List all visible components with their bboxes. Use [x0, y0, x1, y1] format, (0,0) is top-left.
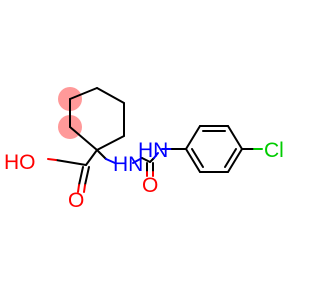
structure-diagram: HO O HN HN O Cl: [4, 87, 284, 212]
bond: [132, 157, 143, 164]
carboxyl-oh-label: HO: [4, 151, 36, 174]
bond: [96, 135, 125, 151]
benzene-ring: [185, 125, 243, 173]
bond: [185, 148, 201, 173]
double-bond: [84, 166, 90, 186]
bond: [96, 149, 107, 160]
aryl-nh-label: HN: [138, 139, 168, 162]
urea-group: [96, 148, 187, 177]
double-bond: [78, 166, 84, 186]
cyclohexane-ring: [69, 87, 125, 151]
molecule-drawing: HO O HN HN O Cl: [4, 87, 284, 212]
bond: [141, 157, 151, 163]
bond: [227, 148, 243, 173]
bond: [85, 149, 98, 166]
double-bond: [77, 184, 80, 193]
double-bond: [83, 184, 86, 193]
alpha-nh-label: HN: [113, 153, 143, 176]
chlorine-label: Cl: [264, 139, 284, 162]
carboxyl-o-label: O: [68, 189, 84, 212]
bond: [55, 159, 87, 166]
bond: [105, 158, 116, 164]
bond: [96, 87, 125, 104]
urea-o-label: O: [142, 174, 158, 197]
aromatic-inner-bond: [191, 148, 204, 168]
bond: [69, 126, 98, 151]
bond: [185, 125, 201, 150]
carboxylic-acid-group: [47, 149, 98, 193]
aromatic-inner-bond: [224, 148, 237, 168]
bond: [227, 125, 243, 150]
bond: [153, 152, 159, 159]
bond: [47, 158, 57, 161]
bond: [69, 87, 98, 100]
